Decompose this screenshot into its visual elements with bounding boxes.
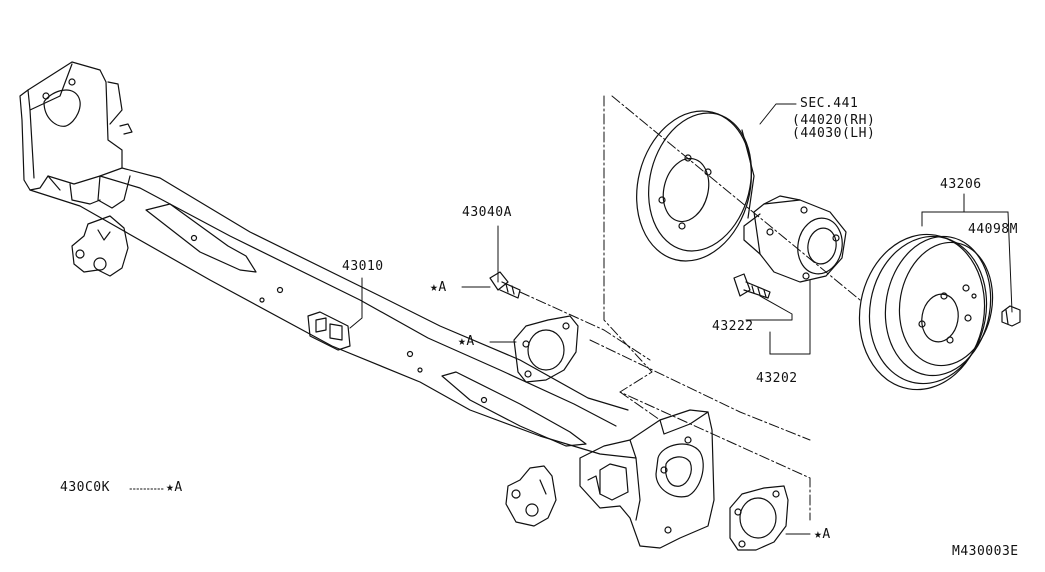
gasket-plate-upper — [513, 315, 579, 383]
label-star-a-kit: ★A — [166, 480, 183, 495]
leader-lines — [129, 103, 1013, 535]
label-brake-lh: (44030(LH) — [792, 126, 876, 141]
brake-backing-plate — [636, 110, 755, 262]
label-hub: 43202 — [756, 371, 798, 386]
hub-bolt — [733, 273, 771, 299]
label-drum: 43206 — [940, 177, 982, 192]
label-brake-sec: SEC.441 — [800, 96, 859, 111]
label-brake-rh: (44020(RH) — [792, 113, 876, 128]
wheel-nut — [1001, 305, 1021, 327]
mounting-bolt — [489, 271, 521, 299]
label-hub-bolt: 43222 — [712, 319, 754, 334]
label-kit: 430C0K — [60, 480, 110, 495]
label-bolt: 43040A — [462, 205, 512, 220]
hub-assembly — [743, 195, 847, 283]
label-star-a-gasket: ★A — [458, 334, 475, 349]
gasket-plate-lower — [729, 485, 789, 551]
axle-beam — [19, 61, 715, 549]
label-star-a-lower: ★A — [814, 527, 831, 542]
brake-drum — [858, 233, 994, 391]
label-beam: 43010 — [342, 259, 384, 274]
diagram-code: M430003E — [952, 544, 1019, 559]
label-star-a-bolt: ★A — [430, 280, 447, 295]
label-nut: 44098M — [968, 222, 1018, 237]
centerlines — [519, 95, 861, 521]
